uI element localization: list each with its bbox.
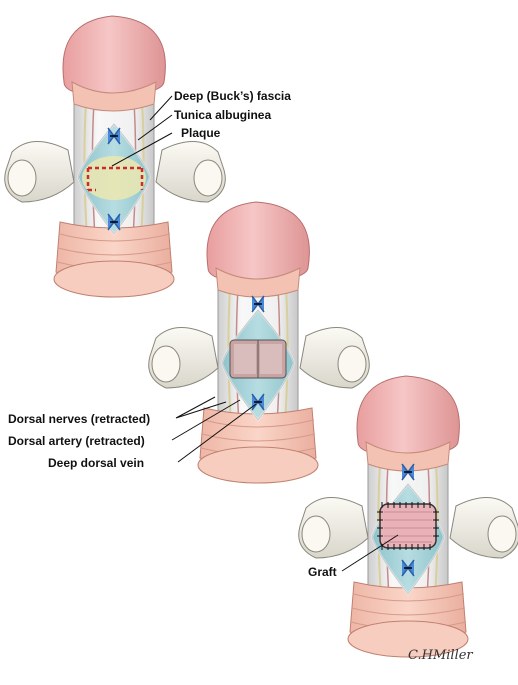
label-dorsal-artery: Dorsal artery (retracted) xyxy=(8,434,145,448)
figure-plaque-excised xyxy=(148,201,370,484)
retractor-icon xyxy=(299,326,370,389)
figure-graft-sewn xyxy=(298,375,518,658)
retractor-icon xyxy=(148,326,219,389)
plaque-area xyxy=(82,156,146,200)
figure-plaque-incision xyxy=(4,15,226,298)
retractor-icon xyxy=(298,496,369,559)
label-graft: Graft xyxy=(308,565,337,579)
retractor-icon xyxy=(449,496,518,559)
incision-line xyxy=(86,166,144,192)
label-tunica-albuginea: Tunica albuginea xyxy=(174,108,271,122)
retractor-icon xyxy=(155,140,226,203)
label-dorsal-nerves: Dorsal nerves (retracted) xyxy=(8,412,150,426)
label-deep-dorsal-vein: Deep dorsal vein xyxy=(48,456,144,470)
artist-signature: C.HMiller xyxy=(408,648,473,663)
retractor-icon xyxy=(4,140,75,203)
label-bucks-fascia: Deep (Buck’s) fascia xyxy=(174,89,291,103)
label-plaque: Plaque xyxy=(181,126,221,140)
